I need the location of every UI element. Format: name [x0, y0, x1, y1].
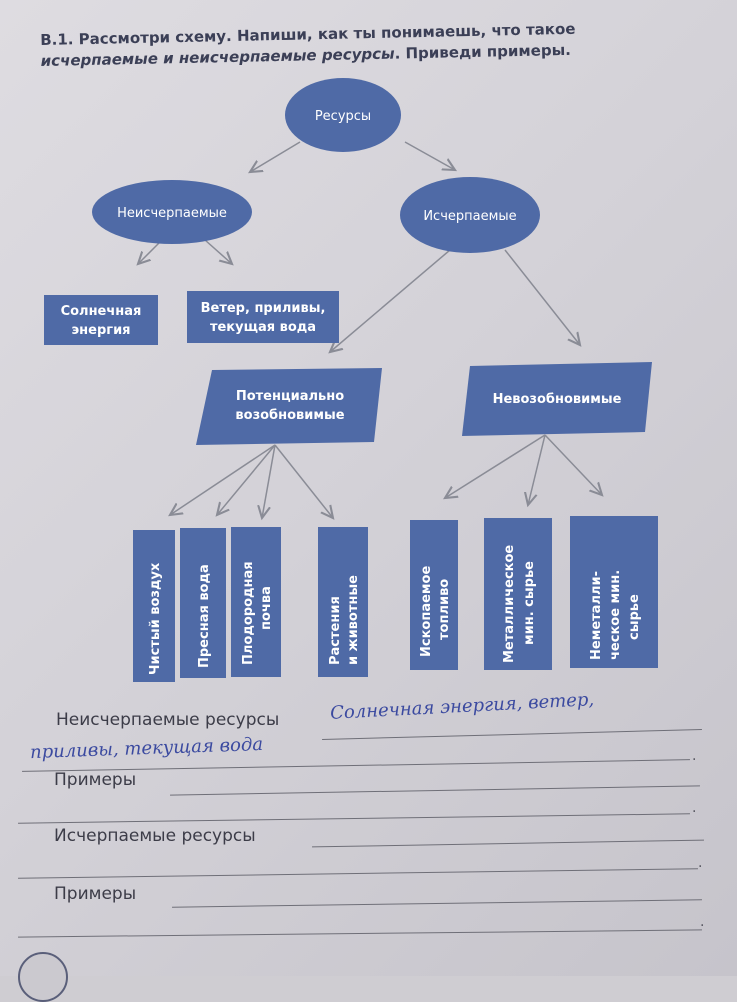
box-nonrenewable: Невозобновимые	[462, 362, 652, 436]
svg-text:Металлическое: Металлическое	[502, 545, 517, 663]
svg-text:Ветер, приливы,: Ветер, приливы,	[201, 301, 326, 316]
box-fertile-soil: Плодородная почва	[231, 527, 281, 677]
svg-text:Плодородная: Плодородная	[241, 561, 256, 665]
label-exhaustible-resources: Исчерпаемые ресурсы	[54, 826, 256, 846]
answer-line-4	[18, 813, 690, 824]
answer-line-1	[322, 729, 702, 740]
svg-text:Чистый воздух: Чистый воздух	[148, 562, 163, 675]
handwriting-answer-2: приливы, текущая вода	[29, 733, 264, 764]
answer-line-7	[172, 899, 702, 908]
box-solar-energy: Солнечная энергия	[44, 295, 158, 345]
svg-text:Неисчерпаемые: Неисчерпаемые	[117, 206, 227, 221]
svg-text:ческое мин.: ческое мин.	[608, 570, 623, 660]
resources-diagram: Ресурсы Неисчерпаемые Исчерпаемые Солнеч…	[44, 78, 658, 682]
box-metallic-minerals: Металлическое мин. сырье	[484, 518, 552, 670]
page-number-badge	[18, 952, 68, 1002]
svg-text:Ресурсы: Ресурсы	[315, 109, 371, 124]
svg-text:сырье: сырье	[627, 594, 642, 640]
svg-text:Растения: Растения	[328, 596, 343, 665]
svg-text:текущая вода: текущая вода	[210, 320, 316, 335]
node-inexhaustible: Неисчерпаемые	[92, 180, 252, 244]
node-exhaustible: Исчерпаемые	[400, 177, 540, 253]
label-examples-2: Примеры	[54, 884, 137, 904]
svg-text:Потенциально: Потенциально	[236, 389, 344, 404]
svg-text:Солнечная: Солнечная	[61, 304, 142, 319]
box-plants-animals: Растения и животные	[318, 527, 368, 677]
svg-text:мин. сырье: мин. сырье	[522, 561, 537, 645]
svg-text:Пресная вода: Пресная вода	[197, 564, 212, 668]
box-fresh-water: Пресная вода	[180, 528, 226, 678]
diagram-arrows	[138, 141, 602, 518]
svg-text:почва: почва	[259, 586, 274, 630]
svg-text:Невозобновимые: Невозобновимые	[493, 392, 622, 407]
label-inexhaustible-resources: Неисчерпаемые ресурсы	[56, 710, 280, 730]
answer-line-8	[18, 929, 702, 938]
box-wind-tides-water: Ветер, приливы, текущая вода	[187, 291, 339, 343]
svg-text:энергия: энергия	[71, 323, 130, 338]
answer-line-3	[170, 785, 700, 796]
box-clean-air: Чистый воздух	[133, 530, 175, 682]
answer-line-6	[18, 868, 698, 879]
box-fossil-fuel: Ископаемое топливо	[410, 520, 458, 670]
answer-line-5	[312, 839, 704, 848]
svg-text:возобновимые: возобновимые	[235, 408, 344, 423]
box-nonmetallic-minerals: Неметалли- ческое мин. сырье	[570, 516, 658, 668]
label-examples-1: Примеры	[54, 770, 137, 790]
svg-text:топливо: топливо	[437, 579, 452, 640]
svg-text:Исчерпаемые: Исчерпаемые	[423, 209, 516, 224]
svg-text:и животные: и животные	[346, 575, 361, 665]
node-resources: Ресурсы	[285, 78, 401, 152]
box-potentially-renewable: Потенциально возобновимые	[196, 368, 382, 445]
svg-text:Ископаемое: Ископаемое	[419, 566, 434, 657]
svg-text:Неметалли-: Неметалли-	[589, 571, 604, 660]
